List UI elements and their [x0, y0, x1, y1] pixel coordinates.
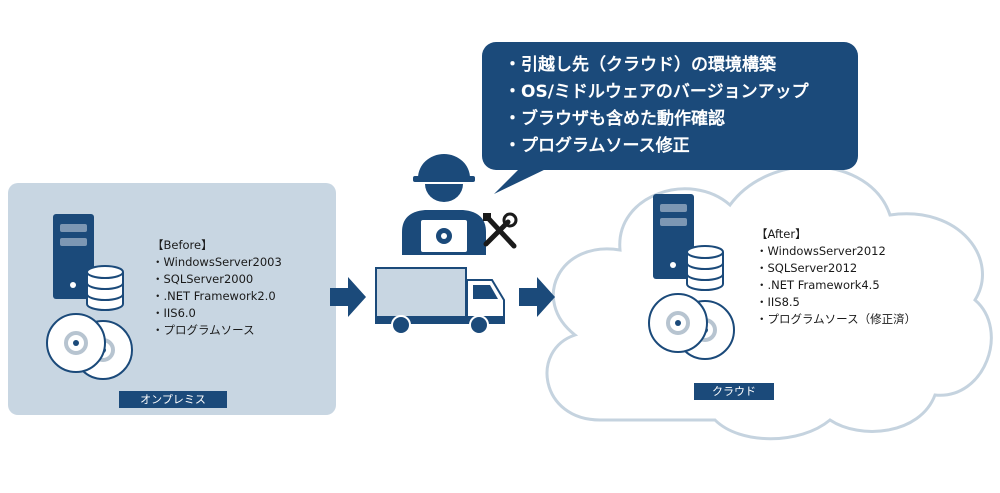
before-item: ・SQLServer2000	[152, 272, 254, 286]
after-item: ・IIS8.5	[756, 295, 800, 309]
after-item: ・プログラムソース（修正済）	[756, 312, 917, 326]
task-item: ・引越し先（クラウド）の環境構築	[504, 55, 776, 75]
before-item: ・.NET Framework2.0	[152, 289, 276, 303]
cloud-tag: クラウド	[694, 383, 774, 400]
truck-icon	[375, 267, 505, 335]
task-item: ・ブラウザも含めた動作確認	[504, 109, 725, 129]
task-item: ・OS/ミドルウェアのバージョンアップ	[504, 82, 809, 102]
task-list: ・引越し先（クラウド）の環境構築 ・OS/ミドルウェアのバージョンアップ ・ブラ…	[504, 52, 809, 160]
bubble-tail	[494, 168, 548, 194]
before-spec-list: 【Before】 ・WindowsServer2003 ・SQLServer20…	[152, 237, 282, 339]
before-item: ・プログラムソース	[152, 323, 255, 337]
after-item: ・.NET Framework4.5	[756, 278, 880, 292]
after-disc-icon	[648, 293, 735, 360]
arrow-icon	[330, 277, 366, 317]
task-bubble	[482, 42, 858, 170]
task-item: ・プログラムソース修正	[504, 136, 690, 156]
after-database-icon	[686, 245, 724, 291]
before-database-icon	[86, 265, 124, 311]
worker-icon	[402, 154, 486, 255]
after-item: ・SQLServer2012	[756, 261, 858, 275]
tools-icon	[483, 212, 518, 249]
after-item: ・WindowsServer2012	[756, 244, 886, 258]
after-spec-list: 【After】 ・WindowsServer2012 ・SQLServer201…	[756, 226, 916, 328]
before-server-icon	[53, 214, 94, 299]
before-item: ・IIS6.0	[152, 306, 196, 320]
on-premise-tag: オンプレミス	[119, 391, 227, 408]
arrow-icon	[519, 277, 555, 317]
after-server-icon	[653, 194, 694, 279]
after-title: 【After】	[756, 227, 807, 241]
before-disc-icon	[46, 313, 133, 380]
before-title: 【Before】	[152, 238, 213, 252]
before-item: ・WindowsServer2003	[152, 255, 282, 269]
